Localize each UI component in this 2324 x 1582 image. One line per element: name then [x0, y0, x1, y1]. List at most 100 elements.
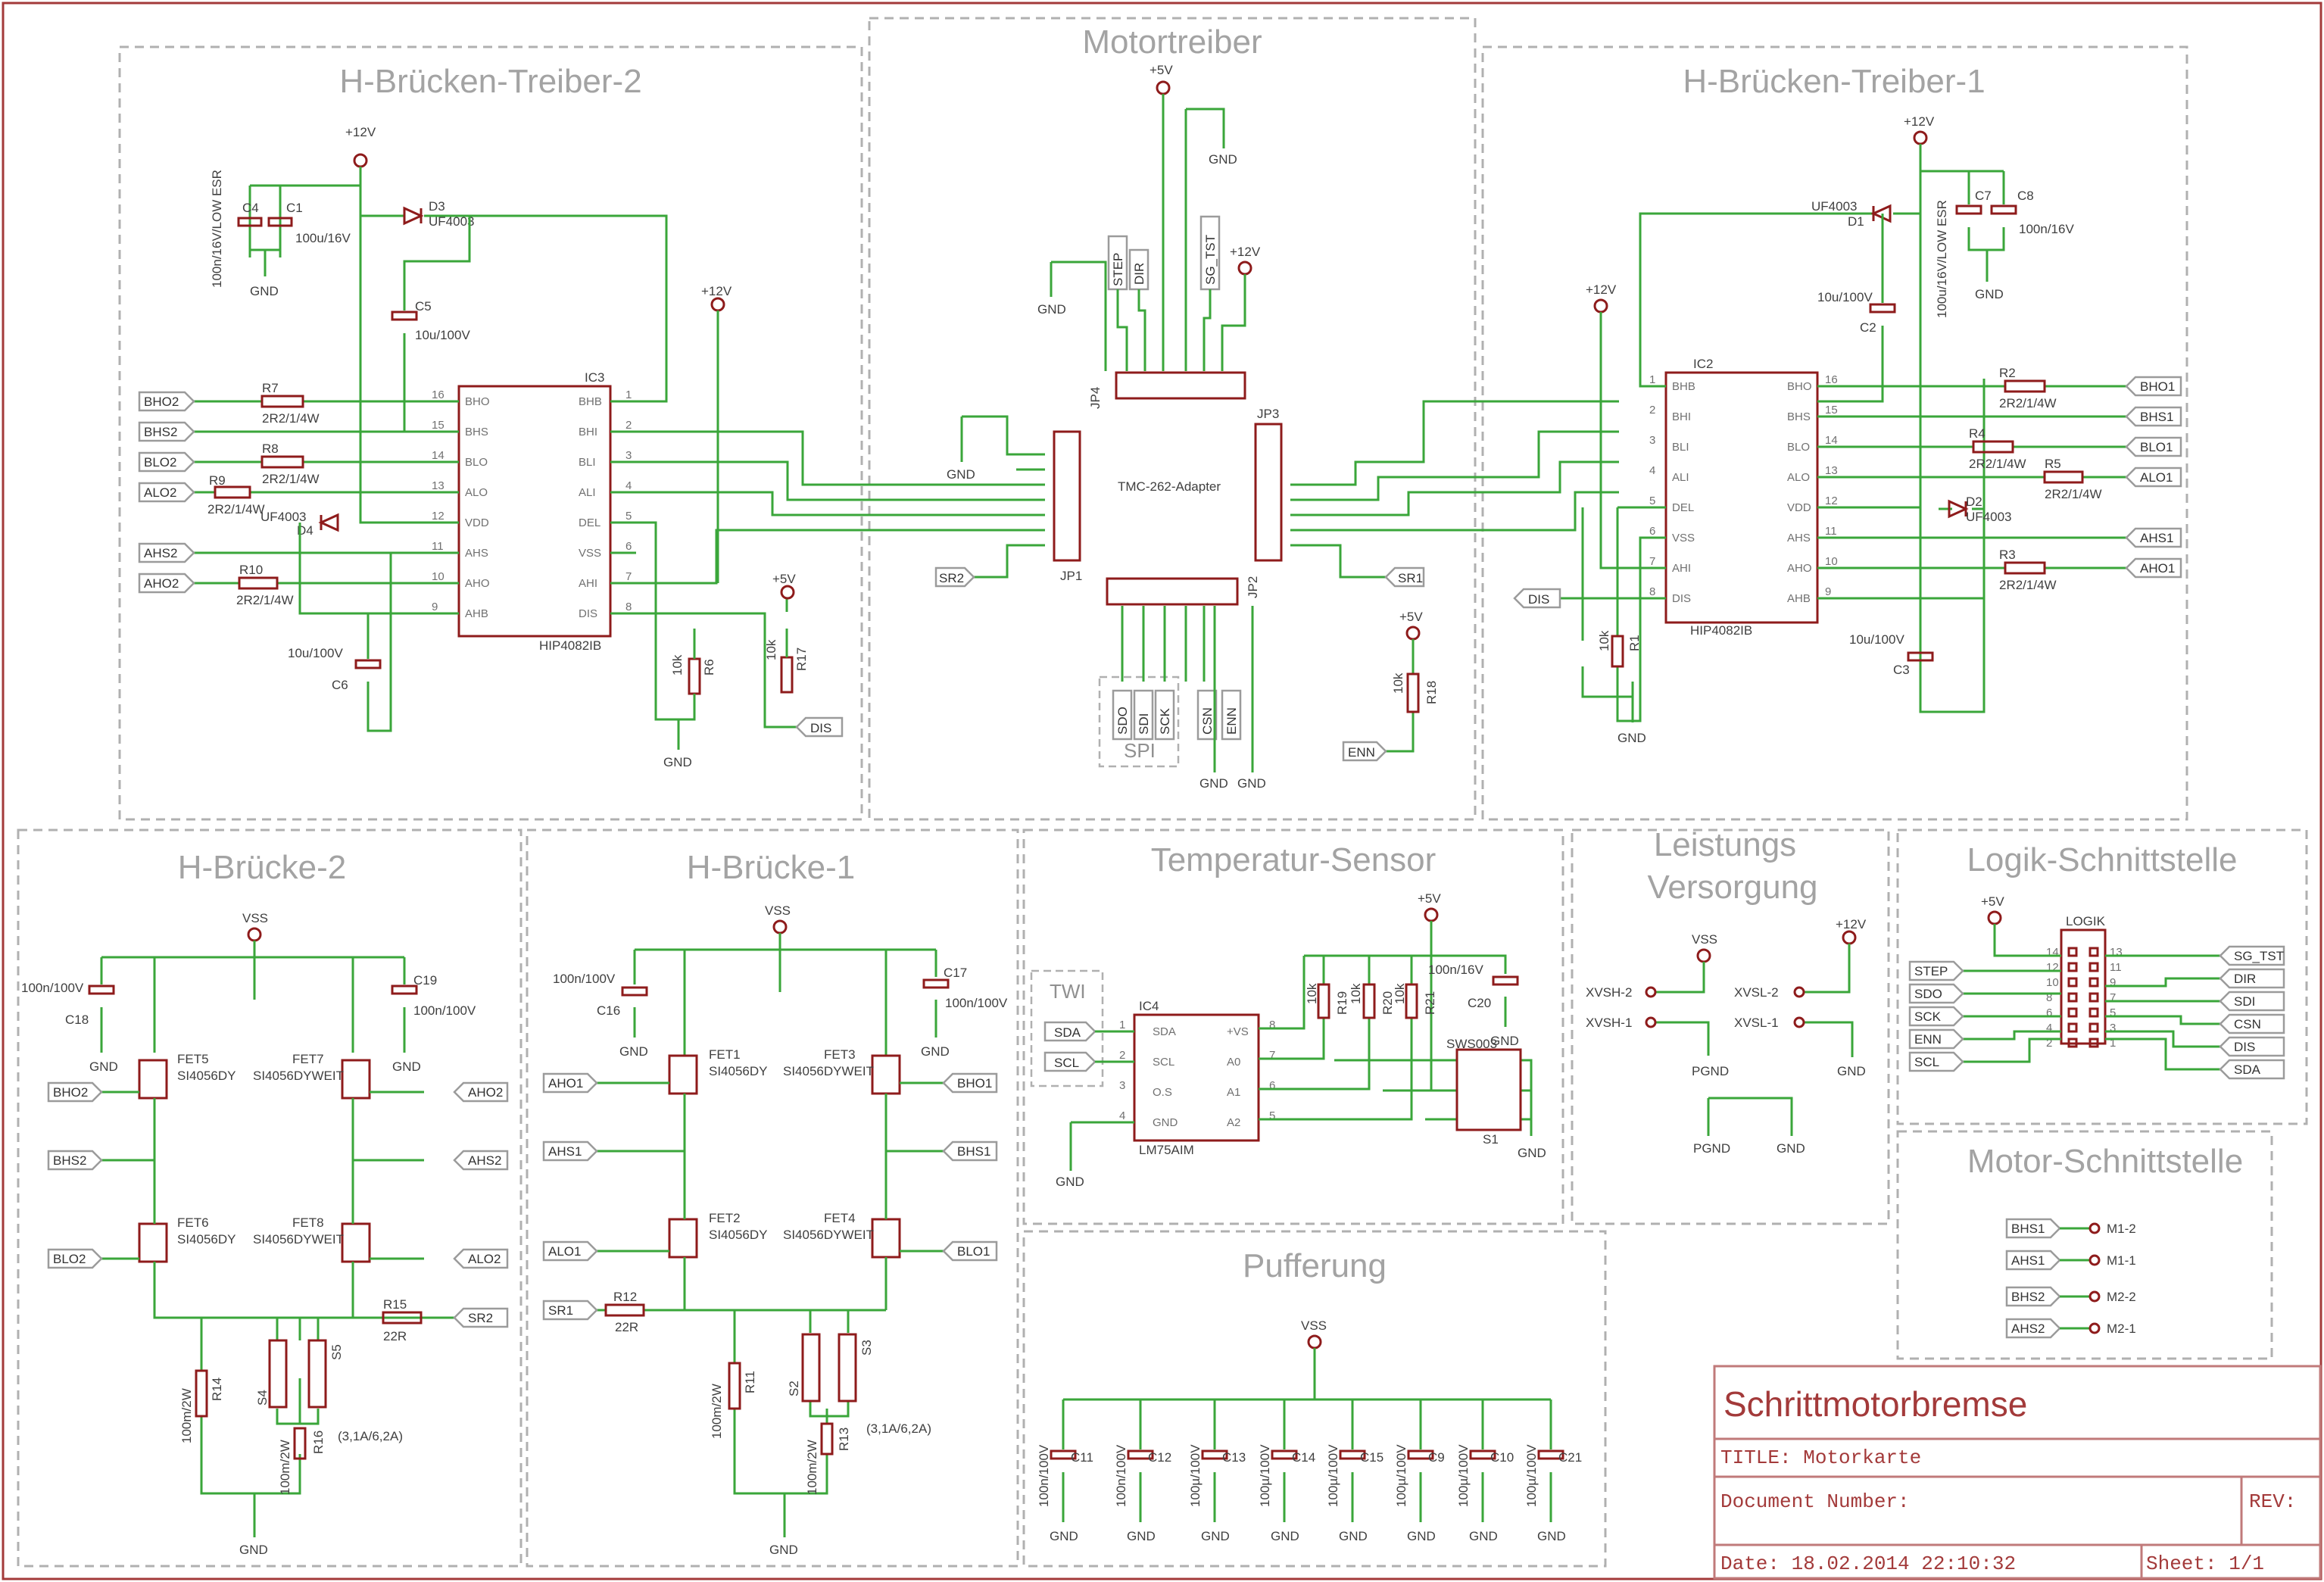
port-hbt1-blo1[interactable]: BLO1 [2125, 436, 2182, 457]
port-hb1-bhs1[interactable]: BHS1 [942, 1140, 998, 1162]
fet2-label: FET2 [709, 1211, 741, 1225]
sg-tst-port[interactable]: SG_TST [1199, 215, 1221, 291]
port-hb2-alo2[interactable]: ALO2 [453, 1248, 509, 1269]
supply-12v-label-hbt1: +12V [1904, 114, 1935, 129]
r16-value: 100m/2W [278, 1440, 292, 1495]
c4-symbol [237, 217, 263, 227]
r16-label: R16 [311, 1431, 326, 1454]
r21-symbol [1405, 983, 1418, 1019]
title-block-date: Date: 18.02.2014 22:10:32 [1720, 1552, 2016, 1575]
port-hb1-sr1[interactable]: SR1 [542, 1300, 598, 1321]
port-logik-sda[interactable]: SDA [2219, 1059, 2285, 1080]
ic3-pinnum-left: 12 [432, 510, 445, 523]
c20-label: C20 [1468, 996, 1491, 1010]
port-motor-ahs2-label: AHS2 [2011, 1321, 2045, 1336]
jp3-label: JP3 [1257, 407, 1279, 421]
port-hbt2-blo2[interactable]: BLO2 [138, 451, 195, 473]
ic2-pin-left: DIS [1672, 592, 1691, 605]
logik-pinnum-left: 10 [2046, 976, 2059, 989]
port-logik-dis[interactable]: DIS [2219, 1036, 2285, 1057]
scl-port-temp[interactable]: SCL [1043, 1051, 1096, 1072]
port-hbt1-bho1[interactable]: BHO1 [2125, 376, 2182, 397]
port-logik-dir[interactable]: DIR [2219, 968, 2285, 989]
enn-port-mt[interactable]: ENN [1342, 741, 1387, 762]
port-motor-bhs1[interactable]: BHS1 [2005, 1218, 2061, 1239]
port-hb2-ahs2[interactable]: AHS2 [453, 1150, 509, 1171]
r9-value: 2R2/1/4W [207, 502, 265, 516]
r19-symbol [1317, 983, 1330, 1019]
port-hb2-sr2[interactable]: SR2 [453, 1307, 509, 1328]
sr1-port-mt[interactable]: SR1 [1384, 566, 1425, 588]
port-motor-ahs2[interactable]: AHS2 [2005, 1318, 2061, 1339]
port-logik-step[interactable]: STEP [1908, 960, 1964, 981]
lm75-pin-right: A2 [1227, 1116, 1240, 1129]
port-hb1-aho1[interactable]: AHO1 [542, 1072, 598, 1094]
port-hbt2-bhs2[interactable]: BHS2 [138, 421, 195, 442]
port-motor-ahs1[interactable]: AHS1 [2005, 1250, 2061, 1271]
r15-label: R15 [383, 1297, 407, 1312]
port-logik-sck[interactable]: SCK [1908, 1006, 1964, 1027]
port-logik-sdo-label: SDO [1914, 987, 1942, 1001]
c7-value: 100u/16V/LOW ESR [1935, 200, 1949, 318]
port-hbt1-alo1[interactable]: ALO1 [2125, 466, 2182, 488]
port-hb2-bho2-label: BHO2 [53, 1085, 88, 1100]
spi-label: SPI [1124, 739, 1156, 762]
gnd-label-c20: GND [1490, 1034, 1519, 1048]
port-hb1-bho1[interactable]: BHO1 [942, 1072, 998, 1094]
port-hb2-bho2[interactable]: BHO2 [47, 1081, 103, 1103]
port-hbt2-alo2[interactable]: ALO2 [138, 482, 195, 503]
port-hb1-alo1[interactable]: ALO1 [542, 1240, 598, 1262]
port-hbt1-ahs1[interactable]: AHS1 [2125, 527, 2182, 548]
port-hbt2-ahs2[interactable]: AHS2 [138, 542, 195, 563]
step-port[interactable]: STEP [1107, 235, 1128, 291]
jp2-port-sck[interactable]: SCK [1154, 689, 1175, 741]
port-hb1-blo1[interactable]: BLO1 [942, 1240, 998, 1262]
c5-label: C5 [415, 299, 432, 314]
jp2-port-sdi[interactable]: SDI [1133, 689, 1154, 741]
port-logik-scl[interactable]: SCL [1908, 1051, 1964, 1072]
port-logik-sdo[interactable]: SDO [1908, 983, 1964, 1004]
port-hbt2-bho2[interactable]: BHO2 [138, 391, 195, 412]
port-logik-sg_tst[interactable]: SG_TST [2219, 945, 2285, 966]
logik-pin-pad [2088, 1007, 2099, 1018]
s1-switch [1455, 1048, 1522, 1131]
supply-12v-label-mt: +12V [1230, 245, 1261, 259]
port-motor-bhs2[interactable]: BHS2 [2005, 1286, 2061, 1307]
port-hbt2-bho2-label: BHO2 [144, 395, 179, 409]
ic3-pinnum-left: 9 [432, 601, 438, 613]
port-hb1-ahs1[interactable]: AHS1 [542, 1140, 598, 1162]
jp2-port-enn[interactable]: ENN [1221, 689, 1242, 741]
supply-5v-symbol-temp [1424, 907, 1439, 922]
port-hb2-bhs2[interactable]: BHS2 [47, 1150, 103, 1171]
port-hbt1-bhs1[interactable]: BHS1 [2125, 406, 2182, 427]
lm75-pinnum-left: 1 [1119, 1019, 1125, 1031]
supply-12v-label-hbt1-2: +12V [1586, 282, 1617, 297]
ic3-pin-left: AHO [465, 577, 490, 590]
port-hbt2-aho2[interactable]: AHO2 [138, 573, 195, 594]
c17-symbol [922, 978, 950, 989]
sda-port-temp[interactable]: SDA [1043, 1021, 1096, 1042]
spi-group-box [1098, 676, 1180, 768]
port-logik-csn[interactable]: CSN [2219, 1013, 2285, 1034]
vss-symbol-lv [1696, 948, 1711, 963]
ic2-body [1664, 371, 1819, 624]
sr2-port-mt[interactable]: SR2 [934, 566, 975, 588]
dis-port-hbt1[interactable]: DIS [1513, 588, 1561, 609]
dir-port[interactable]: DIR [1128, 248, 1150, 291]
port-hbt1-aho1[interactable]: AHO1 [2125, 557, 2182, 579]
dis-port-hbt2[interactable]: DIS [795, 716, 844, 738]
port-hb2-aho2[interactable]: AHO2 [453, 1081, 509, 1103]
jp2-port-label: CSN [1200, 707, 1215, 735]
lm75-pin-left: GND [1153, 1116, 1178, 1129]
c2-symbol [1869, 303, 1896, 314]
port-hb2-blo2[interactable]: BLO2 [47, 1248, 103, 1269]
fet6-value: SI4056DY [177, 1232, 236, 1247]
jp2-port-sdo[interactable]: SDO [1112, 689, 1133, 741]
jp2-port-csn[interactable]: CSN [1196, 689, 1218, 741]
port-logik-enn[interactable]: ENN [1908, 1028, 1964, 1050]
r1-value: 10k [1597, 630, 1611, 651]
port-logik-sdi[interactable]: SDI [2219, 991, 2285, 1012]
xvsh1-label: XVSH-1 [1586, 1016, 1632, 1030]
